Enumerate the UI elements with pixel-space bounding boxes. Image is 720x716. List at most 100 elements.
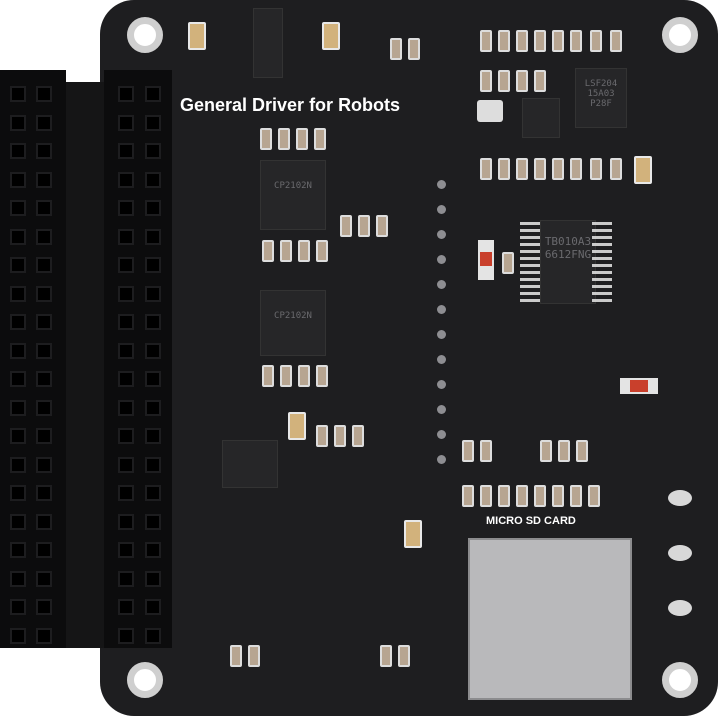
header-pin-socket [10,399,26,416]
diode [478,240,494,280]
level-shifter-chip: LSF204 15A03 P28F [575,68,627,128]
header-pin-socket [36,200,52,216]
header-pin-socket [118,228,134,245]
resistor [480,158,492,180]
eeprom-chip [222,440,278,488]
test-via [437,180,446,189]
micro-sd-slot[interactable] [468,538,632,700]
header-pin-socket [118,513,134,530]
test-via [437,455,446,464]
header-pin-socket [10,513,26,530]
gpio-header-right [104,70,172,648]
header-pin-socket [145,570,161,587]
resistor [610,30,622,52]
solder-pad [668,545,692,561]
resistor [534,70,546,92]
header-pin-socket [36,399,52,416]
mounting-hole [662,662,698,698]
header-pin-socket [118,314,134,330]
header-pin-socket [36,485,52,501]
header-pin-socket [145,456,161,473]
header-pin-socket [10,285,26,302]
header-pin-socket [145,542,161,558]
header-pin-socket [118,200,134,216]
resistor [296,128,308,150]
resistor [298,240,310,262]
header-pin-socket [118,114,134,131]
header-pin-socket [36,143,52,159]
resistor [390,38,402,60]
resistor [262,240,274,262]
header-pin-socket [145,314,161,330]
resistor [262,365,274,387]
resistor [314,128,326,150]
resistor [260,128,272,150]
header-pin-socket [118,542,134,558]
resistor [280,365,292,387]
resistor [570,158,582,180]
header-pin-socket [36,257,52,273]
capacitor [634,156,652,184]
solder-pad [668,600,692,616]
resistor [498,70,510,92]
header-pin-socket [36,342,52,359]
resistor [590,30,602,52]
header-pin-socket [10,542,26,558]
mounting-hole [127,662,163,698]
resistor [280,240,292,262]
resistor [570,30,582,52]
header-pin-socket [145,342,161,359]
header-pin-socket [36,371,52,387]
header-pin-socket [145,200,161,216]
usb-uart-chip: CP2102N [260,290,326,356]
motor-driver-chip: TB010A3 6612FNG [540,220,596,304]
header-pin-socket [118,143,134,159]
resistor [398,645,410,667]
resistor [558,440,570,462]
capacitor [288,412,306,440]
resistor [340,215,352,237]
solder-pad [668,490,692,506]
diode [620,378,658,394]
header-pin-socket [145,627,161,644]
header-pin-socket [36,114,52,131]
resistor [334,425,346,447]
header-pin-socket [118,257,134,273]
header-pin-socket [10,371,26,387]
mounting-hole [662,17,698,53]
header-pin-socket [145,171,161,188]
resistor [298,365,310,387]
header-pin-socket [36,627,52,644]
resistor [230,645,242,667]
header-pin-socket [36,542,52,558]
header-pin-socket [36,513,52,530]
header-pin-socket [36,86,52,102]
header-pin-socket [10,86,26,102]
regulator [253,8,283,78]
test-via [437,205,446,214]
header-pin-socket [10,171,26,188]
resistor [380,645,392,667]
imu-chip [522,98,560,138]
test-via [437,405,446,414]
header-pin-socket [10,257,26,273]
resistor [316,365,328,387]
header-pin-socket [145,428,161,444]
resistor [248,645,260,667]
resistor [552,485,564,507]
header-pin-socket [145,143,161,159]
resistor [498,158,510,180]
header-pin-socket [118,570,134,587]
capacitor [188,22,206,50]
header-pin-socket [118,456,134,473]
resistor [588,485,600,507]
header-pin-socket [36,599,52,615]
header-pin-socket [36,171,52,188]
resistor [480,485,492,507]
header-pin-socket [10,570,26,587]
resistor [516,30,528,52]
test-via [437,230,446,239]
test-via [437,380,446,389]
header-pin-socket [145,399,161,416]
resistor [376,215,388,237]
